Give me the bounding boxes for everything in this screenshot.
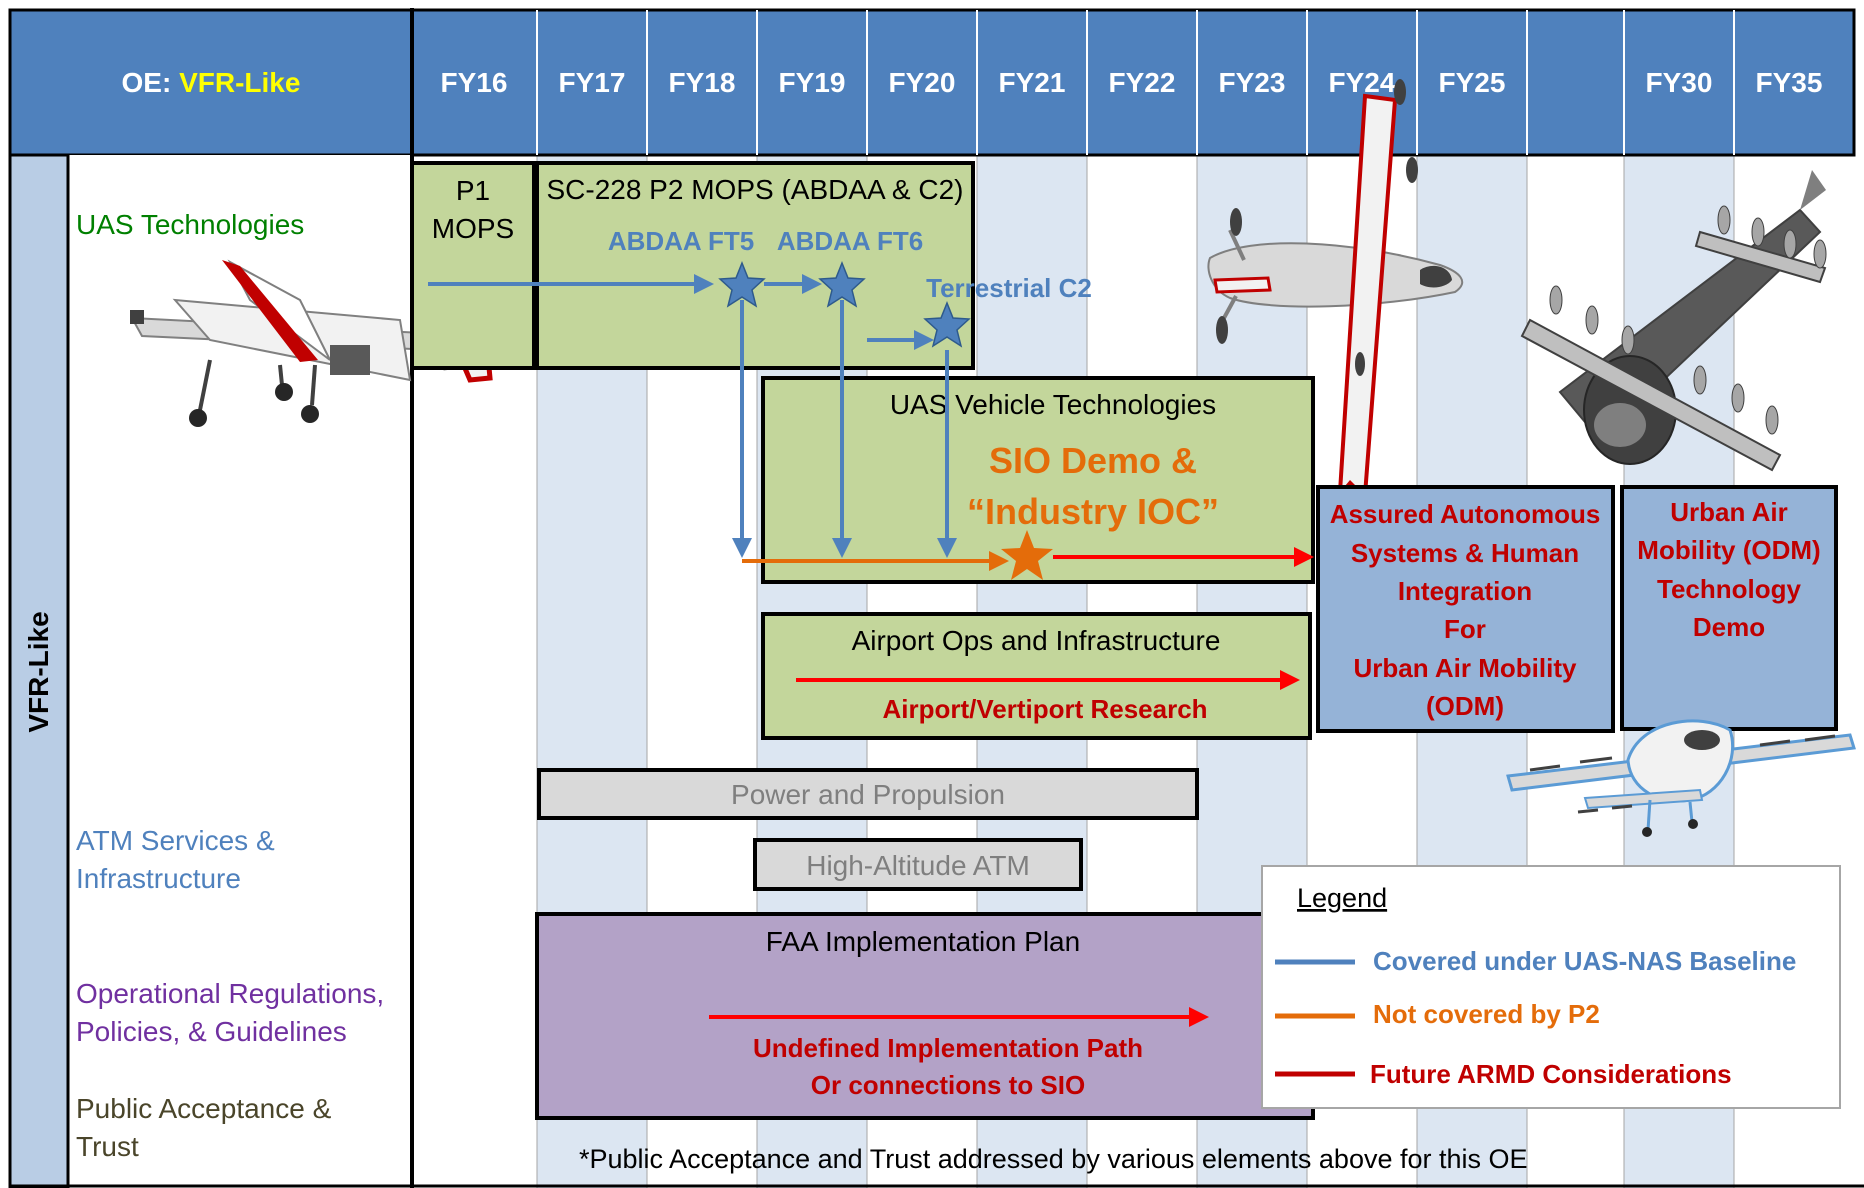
faa-implementation-title: FAA Implementation Plan bbox=[766, 926, 1080, 957]
assured-line: Systems & Human bbox=[1351, 538, 1579, 568]
assured-line: Urban Air Mobility bbox=[1354, 653, 1577, 683]
assured-autonomous-text: Assured Autonomous Systems & Human Integ… bbox=[1330, 499, 1601, 721]
uas-vehicle-title: UAS Vehicle Technologies bbox=[890, 389, 1216, 420]
urban-air-demo-box bbox=[1620, 485, 1838, 731]
urban-demo-line: Technology bbox=[1657, 574, 1802, 604]
sc228-box bbox=[535, 161, 975, 370]
sio-demo-line1: SIO Demo & bbox=[989, 440, 1197, 481]
legend-title: Legend bbox=[1297, 883, 1387, 913]
power-propulsion-label: Power and Propulsion bbox=[731, 779, 1005, 810]
category-ops-line2: Policies, & Guidelines bbox=[76, 1016, 347, 1047]
power-propulsion-box bbox=[537, 768, 1199, 820]
undefined-path-line2: Or connections to SIO bbox=[811, 1070, 1085, 1100]
high-altitude-atm-box bbox=[753, 838, 1083, 891]
year-label: FY21 bbox=[999, 67, 1066, 98]
legend-box bbox=[1261, 865, 1841, 1109]
urban-air-demo-text: Urban Air Mobility (ODM) Technology Demo bbox=[1637, 497, 1820, 642]
assured-line: Integration bbox=[1398, 576, 1532, 606]
multi-rotor-aircraft-icon bbox=[1506, 719, 1856, 837]
star-abdaa-ft6-icon bbox=[818, 260, 866, 308]
category-atm-line2: Infrastructure bbox=[76, 863, 241, 894]
year-label: FY22 bbox=[1109, 67, 1176, 98]
abdaa-ft5-label: ABDAA FT5 bbox=[608, 226, 754, 256]
legend-label-not-covered: Not covered by P2 bbox=[1373, 999, 1600, 1029]
star-sio-demo-icon bbox=[1001, 530, 1053, 580]
legend-label-baseline: Covered under UAS-NAS Baseline bbox=[1373, 946, 1796, 976]
tilt-wing-evtol-icon bbox=[1207, 79, 1464, 498]
year-label: FY19 bbox=[779, 67, 846, 98]
year-label: FY17 bbox=[559, 67, 626, 98]
year-label: FY25 bbox=[1439, 67, 1506, 98]
footnote: *Public Acceptance and Trust addressed b… bbox=[579, 1144, 1528, 1174]
fiscal-year-labels: FY16 FY17 FY18 FY19 FY20 FY21 FY22 FY23 … bbox=[441, 67, 1823, 98]
year-label: FY30 bbox=[1646, 67, 1713, 98]
p1-mops-line2: MOPS bbox=[432, 213, 514, 244]
header-dividers bbox=[536, 10, 1735, 155]
tandem-wing-evtol-icon bbox=[1520, 170, 1827, 472]
urban-demo-line: Demo bbox=[1693, 612, 1765, 642]
star-abdaa-ft5-icon bbox=[718, 260, 766, 308]
baseline-arrows bbox=[428, 274, 957, 558]
p1-mops-line1: P1 bbox=[456, 175, 490, 206]
side-label: VFR-Like bbox=[23, 611, 54, 732]
category-ops-line1: Operational Regulations, bbox=[76, 978, 384, 1009]
year-label: FY24 bbox=[1329, 67, 1396, 98]
category-public-line1: Public Acceptance & bbox=[76, 1093, 332, 1124]
assured-line: (ODM) bbox=[1426, 691, 1504, 721]
assured-line: For bbox=[1444, 614, 1486, 644]
category-atm-line1: ATM Services & bbox=[76, 825, 275, 856]
year-label: FY18 bbox=[669, 67, 736, 98]
star-terrestrial-c2-icon bbox=[923, 300, 971, 348]
year-label: FY16 bbox=[441, 67, 508, 98]
undefined-path-line1: Undefined Implementation Path bbox=[753, 1033, 1143, 1063]
airport-ops-title: Airport Ops and Infrastructure bbox=[852, 625, 1221, 656]
urban-demo-line: Mobility (ODM) bbox=[1637, 535, 1820, 565]
assured-autonomous-box bbox=[1316, 485, 1615, 733]
future-arrows bbox=[709, 547, 1314, 1027]
sio-demo-line2: “Industry IOC” bbox=[967, 491, 1219, 532]
abdaa-ft6-label: ABDAA FT6 bbox=[777, 226, 923, 256]
header-bar bbox=[8, 8, 1856, 157]
high-altitude-atm-label: High-Altitude ATM bbox=[806, 850, 1030, 881]
side-band bbox=[8, 153, 70, 1188]
assured-line: Assured Autonomous bbox=[1330, 499, 1601, 529]
year-label: FY20 bbox=[889, 67, 956, 98]
legend-label-future: Future ARMD Considerations bbox=[1370, 1059, 1732, 1089]
sc228-title: SC-228 P2 MOPS (ABDAA & C2) bbox=[546, 174, 963, 205]
category-uas-technologies: UAS Technologies bbox=[76, 209, 304, 240]
year-label: FY35 bbox=[1756, 67, 1823, 98]
airport-ops-box bbox=[761, 612, 1312, 740]
terrestrial-c2-label: Terrestrial C2 bbox=[926, 273, 1092, 303]
urban-demo-line: Urban Air bbox=[1670, 497, 1788, 527]
category-public-line2: Trust bbox=[76, 1131, 139, 1162]
p1-mops-box bbox=[410, 161, 536, 370]
uas-vehicle-box bbox=[761, 376, 1315, 584]
airport-research-label: Airport/Vertiport Research bbox=[882, 694, 1207, 724]
year-label: FY23 bbox=[1219, 67, 1286, 98]
oe-label: OE: VFR-Like bbox=[122, 67, 301, 98]
